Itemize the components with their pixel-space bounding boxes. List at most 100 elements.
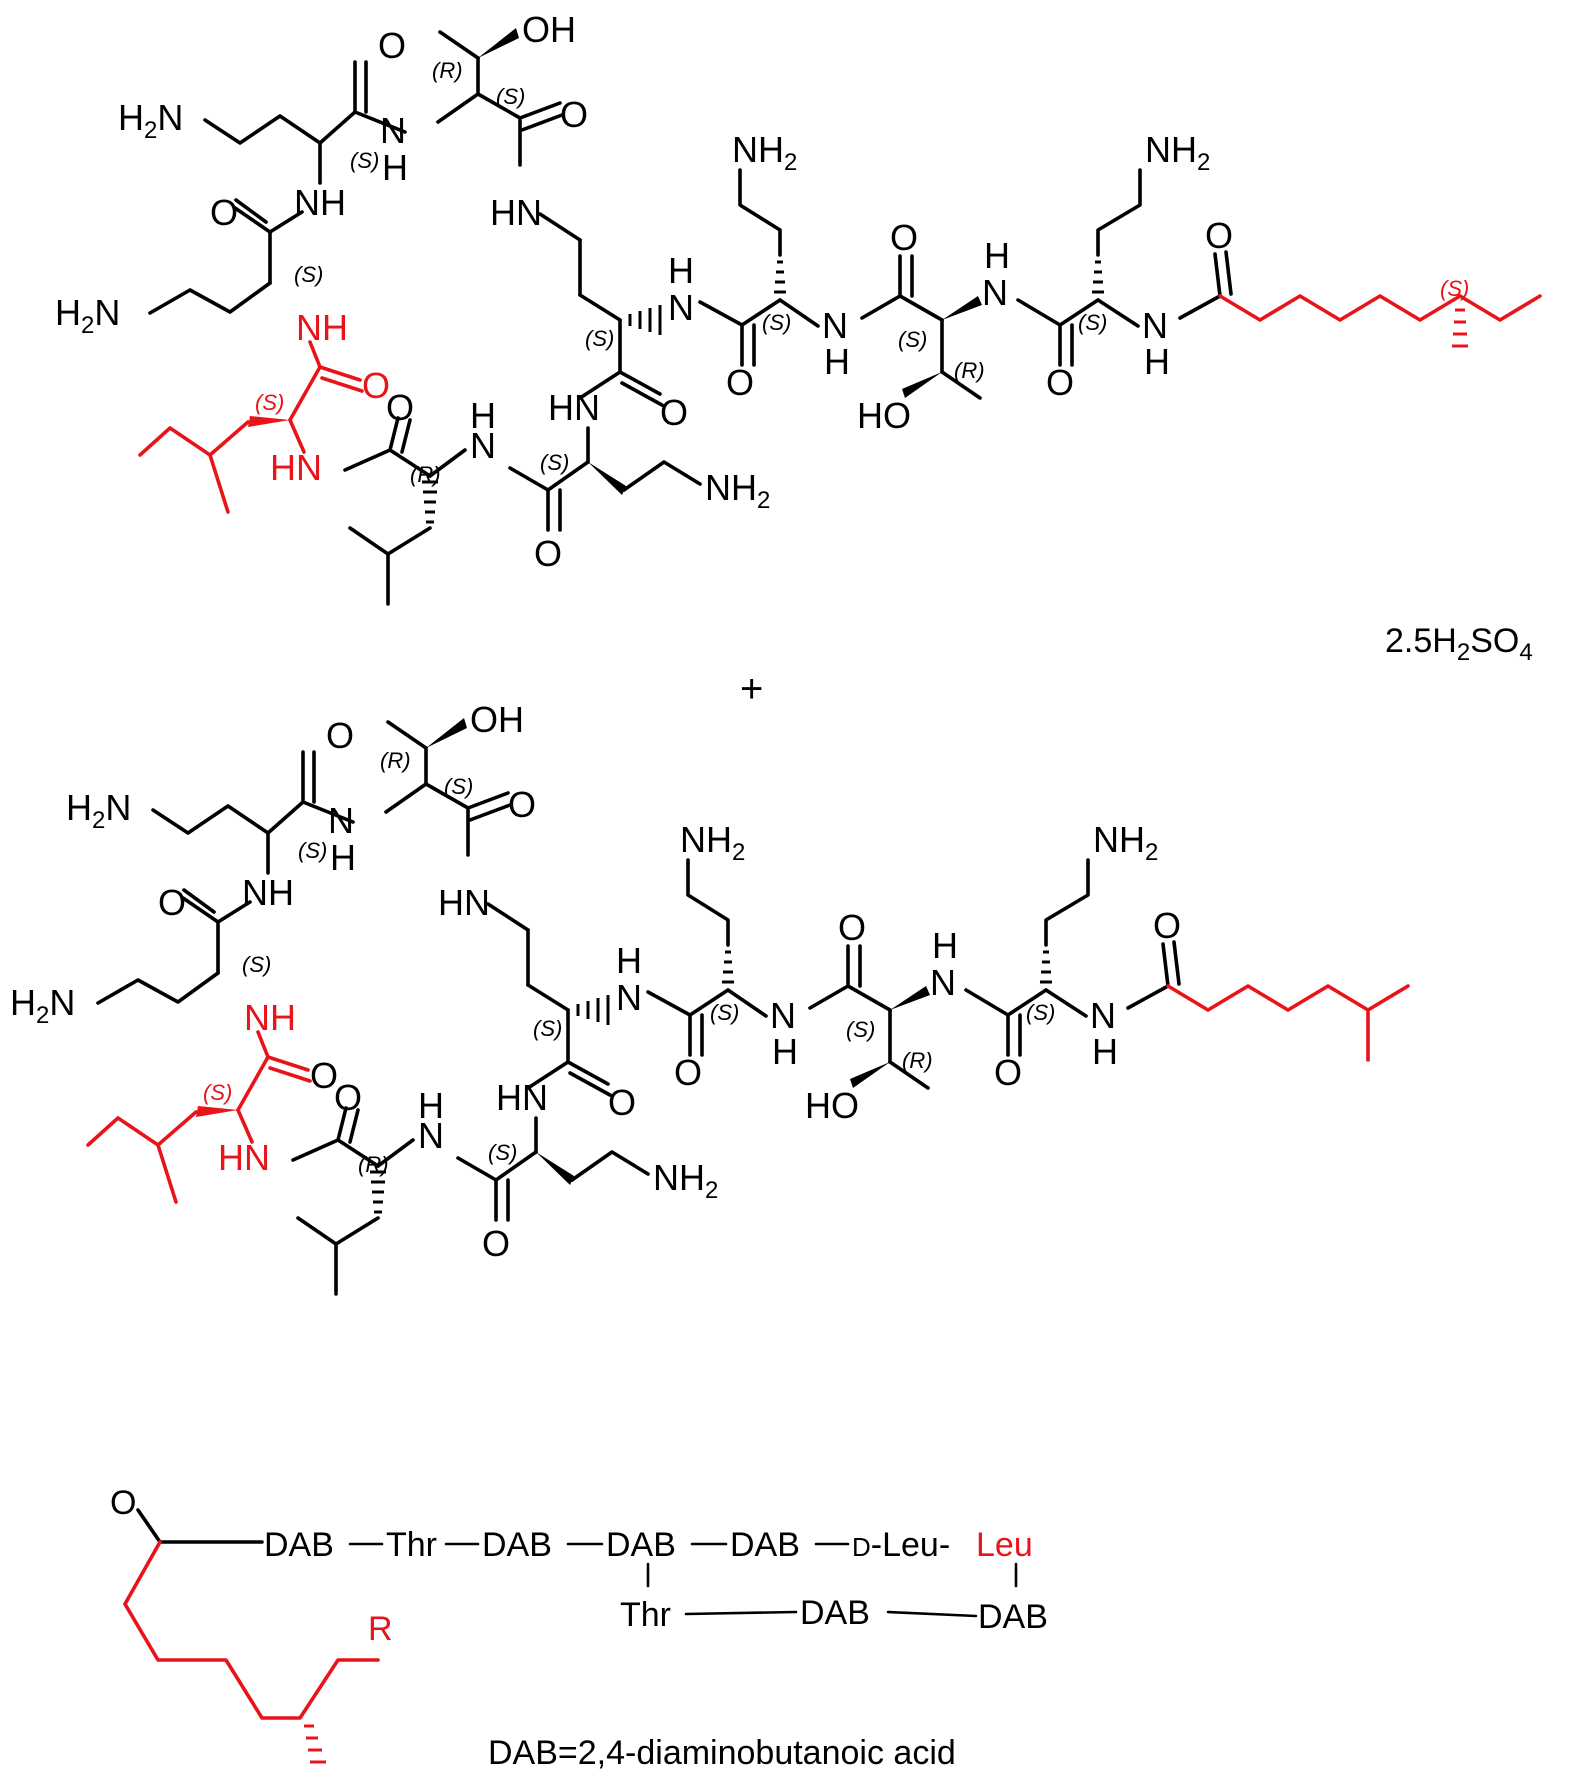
residue-dab-4: DAB [730, 1526, 800, 1564]
residue-thr-1: Thr [386, 1526, 437, 1564]
amine-label: H2N [10, 982, 75, 1029]
amide-nh-label: NH [294, 182, 346, 223]
amine-label: NH2 [1145, 129, 1210, 176]
oxygen-label: O [482, 1223, 510, 1264]
stereo-label: (R) [358, 1152, 389, 1177]
amide-hn-label: HN [490, 192, 542, 233]
residue-dab-2: DAB [482, 1526, 552, 1564]
structure-2-atoms: H2N O N H OH O NH O HN H2N NH O HN O N H… [10, 699, 1181, 1264]
stereo-label: (S) [533, 1016, 562, 1041]
amide-h-label: H [1144, 341, 1170, 382]
amide-h-label: H [772, 1031, 798, 1072]
residue-dab-5: DAB [800, 1594, 870, 1632]
amide-nh-label-highlight: NH [296, 307, 348, 348]
amide-h-label: H [984, 235, 1010, 276]
oxygen-label: O [674, 1052, 702, 1093]
oxygen-label: O [378, 25, 406, 66]
hydroxyl-label: OH [522, 9, 576, 50]
amide-h-label: H [1092, 1031, 1118, 1072]
amide-hn-label: HN [548, 387, 600, 428]
structure-2-stereo: (R) (S) (S) (S) (S) (R) (S) (S) (S) (S) … [203, 748, 1055, 1177]
oxygen-label: O [890, 217, 918, 258]
oxygen-label-highlight: O [362, 365, 390, 406]
stereo-label-highlight: (S) [1440, 276, 1469, 301]
stereo-label-highlight: (S) [203, 1080, 232, 1105]
stereo-label: (S) [488, 1140, 517, 1165]
stereo-label: (S) [762, 310, 791, 335]
salt-label: 2.5H2SO4 [1385, 622, 1533, 666]
oxygen-label: O [310, 1055, 338, 1096]
hydroxyl-label: OH [470, 699, 524, 740]
structure-1-bonds [138, 28, 1542, 606]
stereo-label: (S) [846, 1017, 875, 1042]
amide-h-label: H [418, 1085, 444, 1126]
amine-label: H2N [118, 97, 183, 144]
stereo-label: (S) [294, 262, 323, 287]
stereo-label-highlight: (S) [255, 390, 284, 415]
oxygen-label: O [560, 94, 588, 135]
oxygen-label: O [326, 715, 354, 756]
amide-n-label: N [380, 110, 406, 151]
oxygen-label: O [534, 533, 562, 574]
stereo-label: (R) [380, 748, 411, 773]
structure-2-bonds [86, 718, 1410, 1296]
oxygen-label: O [210, 192, 238, 233]
residue-leu: Leu [976, 1526, 1033, 1564]
amide-n-label: N [1142, 305, 1168, 346]
stereo-label: (S) [1078, 310, 1107, 335]
amine-label: H2N [55, 292, 120, 339]
structure-1: H2N O N H OH O NH O HN H2N NH O HN O N H… [55, 9, 1542, 606]
residue-d-leu: D-Leu- [852, 1526, 950, 1564]
stereo-label: (S) [496, 84, 525, 109]
amide-n-label: N [616, 977, 642, 1018]
plus-sign: + [740, 667, 763, 711]
amide-n-label: N [418, 1115, 444, 1156]
residue-dab-6: DAB [978, 1598, 1048, 1636]
stereo-label: (S) [350, 148, 379, 173]
amide-h-label: H [668, 250, 694, 291]
stereo-label: (S) [1026, 1000, 1055, 1025]
stereo-label: (S) [242, 952, 271, 977]
amide-nh-label-highlight: NH [244, 997, 296, 1038]
amide-n-label: N [1090, 995, 1116, 1036]
amide-n-label: N [770, 995, 796, 1036]
amide-nh-label: NH [242, 872, 294, 913]
amide-n-label: N [822, 305, 848, 346]
oxygen-label: O [386, 387, 414, 428]
amide-h-label: H [824, 341, 850, 382]
structure-1-atoms: H2N O N H OH O NH O HN H2N NH O HN O N H… [55, 9, 1233, 574]
stereo-label: (S) [298, 838, 327, 863]
amide-hn-label: HN [496, 1077, 548, 1118]
oxygen-label: O [838, 907, 866, 948]
amine-label: NH2 [1093, 819, 1158, 866]
oxygen-label: O [508, 784, 536, 825]
stereo-label: (S) [444, 774, 473, 799]
stereo-label: (R) [432, 58, 463, 83]
stereo-label: (R) [902, 1048, 933, 1073]
residue-dab-3: DAB [606, 1526, 676, 1564]
amide-n-label: N [930, 962, 956, 1003]
amine-label: NH2 [680, 819, 745, 866]
oxygen-label: O [608, 1082, 636, 1123]
residue-dab-1: DAB [264, 1526, 334, 1564]
amide-n-label: N [668, 287, 694, 328]
oxygen-label: O [726, 362, 754, 403]
amide-n-label: N [470, 425, 496, 466]
oxygen-label: O [994, 1052, 1022, 1093]
stereo-label: (S) [898, 327, 927, 352]
residue-thr-2: Thr [620, 1596, 671, 1634]
acyl-oxygen-label: O [110, 1484, 136, 1522]
stereo-label: (S) [710, 1000, 739, 1025]
oxygen-label: O [334, 1077, 362, 1118]
footnote: DAB=2,4-diaminobutanoic acid [488, 1734, 956, 1772]
oxygen-label: O [1046, 362, 1074, 403]
amide-hn-label-highlight: HN [218, 1137, 270, 1178]
oxygen-label: O [1153, 905, 1181, 946]
amide-h-label: H [616, 940, 642, 981]
structure-1-stereo: (R) (S) (S) (S) (S) (R) (S) (S) (S) (S) … [255, 58, 1469, 487]
structure-2: H2N O N H OH O NH O HN H2N NH O HN O N H… [10, 699, 1410, 1296]
oxygen-label: O [1205, 215, 1233, 256]
amine-label: NH2 [653, 1157, 718, 1204]
amine-label: NH2 [705, 467, 770, 514]
